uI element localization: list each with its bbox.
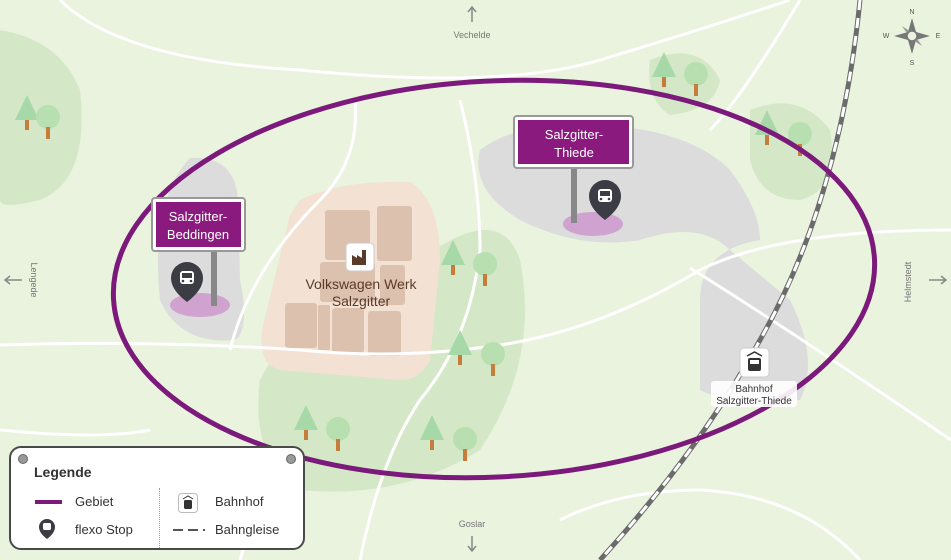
area-line-icon	[35, 500, 62, 504]
railway-dash-icon	[173, 529, 205, 531]
arrow-up-icon	[467, 5, 477, 22]
flexo-stop-pin-icon[interactable]	[589, 180, 621, 220]
legend-divider	[159, 488, 160, 548]
arrow-left-icon	[3, 275, 22, 285]
factory-buildings	[285, 206, 412, 356]
place-name: Beddingen	[167, 227, 229, 242]
station-label: Bahnhof	[735, 384, 772, 395]
screw-icon	[286, 454, 296, 464]
screw-icon	[18, 454, 28, 464]
railway-track-dashes	[598, 0, 862, 560]
legend-stop: flexo Stop	[75, 522, 133, 537]
service-area-boundary	[110, 77, 878, 481]
compass-rose-icon: N S W E	[883, 9, 941, 67]
place-name: Thiede	[554, 145, 594, 160]
legend-station: Bahnhof	[215, 494, 264, 509]
compass-w: W	[883, 33, 890, 40]
direction-label-south: Goslar	[459, 519, 486, 529]
direction-label-east: Helmstedt	[903, 261, 913, 302]
factory-label: Volkswagen Werk	[305, 276, 417, 292]
arrow-right-icon	[929, 275, 948, 285]
place-sign-thiede: Salzgitter- Thiede	[513, 115, 634, 236]
direction-label-north: Vechelde	[453, 30, 490, 40]
compass-s: S	[910, 60, 915, 67]
trees	[15, 52, 812, 461]
residential-area-thiede	[478, 124, 808, 404]
station-label-bg	[711, 381, 797, 407]
place-sign-beddingen: Salzgitter- Beddingen	[151, 197, 246, 317]
train-station-icon[interactable]	[739, 347, 770, 378]
legend-title: Legende	[34, 464, 92, 480]
flexo-stop-icon	[39, 519, 55, 539]
compass-e: E	[936, 33, 941, 40]
place-name: Salzgitter-	[169, 209, 228, 224]
compass-n: N	[909, 9, 914, 16]
place-name: Salzgitter-	[545, 127, 604, 142]
station-label: Salzgitter-Thiede	[716, 396, 792, 407]
train-station-icon	[178, 493, 198, 513]
legend: Legende Gebiet flexo Stop Bahnhof Bahngl…	[9, 446, 305, 550]
direction-label-west: Lengede	[29, 262, 39, 297]
flexo-stop-pin-icon[interactable]	[171, 262, 203, 302]
factory-icon	[345, 242, 375, 272]
forest-patch	[750, 103, 832, 200]
arrow-down-icon	[467, 536, 477, 553]
factory-label: Salzgitter	[332, 293, 391, 309]
legend-tracks: Bahngleise	[215, 522, 280, 537]
legend-area: Gebiet	[75, 494, 114, 509]
